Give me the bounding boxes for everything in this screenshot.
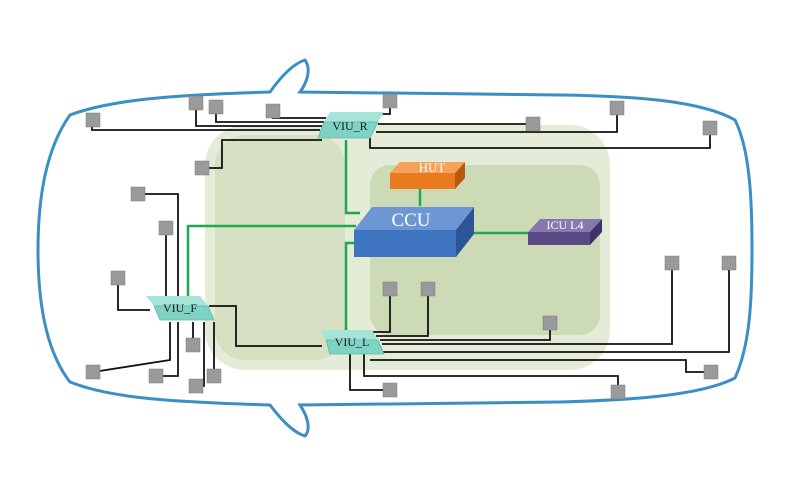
wire: [195, 103, 322, 127]
wire: [370, 359, 711, 373]
sensor: [542, 315, 558, 331]
sensor: [265, 103, 281, 119]
sensor: [208, 99, 224, 115]
wire: [370, 289, 391, 333]
ccu-label: CCU: [391, 210, 430, 231]
wire: [138, 193, 179, 300]
wire: [378, 263, 730, 353]
sensors: [85, 93, 737, 400]
sensor: [382, 93, 398, 109]
wire: [92, 322, 171, 373]
viu-l-label: VIU_L: [335, 335, 370, 349]
wire: [376, 108, 618, 133]
icu-label: ICU L4: [547, 218, 584, 232]
sensor: [382, 382, 398, 398]
hut-unit: HUT: [390, 160, 465, 189]
viu-f-unit: VIU_F: [146, 296, 215, 321]
sensor: [609, 100, 625, 116]
backbone-link: [344, 140, 360, 215]
sensor: [194, 160, 210, 176]
sensor: [130, 186, 146, 202]
wire: [117, 278, 150, 311]
sensor: [188, 95, 204, 111]
hut-label: HUT: [419, 160, 446, 175]
sensor: [158, 220, 174, 236]
sensor: [148, 368, 164, 384]
sensor: [702, 120, 718, 136]
sensor: [610, 384, 626, 400]
wire: [382, 263, 673, 345]
sensor: [85, 112, 101, 128]
wire: [202, 139, 322, 169]
sensor: [703, 364, 719, 380]
sensor: [188, 378, 204, 394]
sensor: [382, 281, 398, 297]
sensor: [185, 337, 201, 353]
wire: [376, 289, 429, 337]
sensor: [721, 255, 737, 271]
sensor: [420, 281, 436, 297]
sensor: [110, 270, 126, 286]
sensor: [664, 255, 680, 271]
sensor: [206, 368, 222, 384]
wire: [156, 322, 179, 377]
wire: [349, 354, 390, 391]
front-seat-area: [215, 135, 345, 360]
sensor: [525, 116, 541, 132]
wire: [363, 354, 619, 392]
wire: [369, 128, 711, 149]
sensor: [85, 364, 101, 380]
viu-r-unit: VIU_R: [317, 112, 384, 139]
backbone-link: [186, 224, 356, 296]
icu-unit: ICU L4: [528, 218, 602, 245]
ccu-unit: CCU: [354, 207, 474, 257]
viu-r-label: VIU_R: [332, 119, 367, 133]
viu-f-label: VIU_F: [163, 301, 197, 315]
wire: [209, 305, 322, 347]
viu-l-unit: VIU_L: [320, 330, 385, 355]
